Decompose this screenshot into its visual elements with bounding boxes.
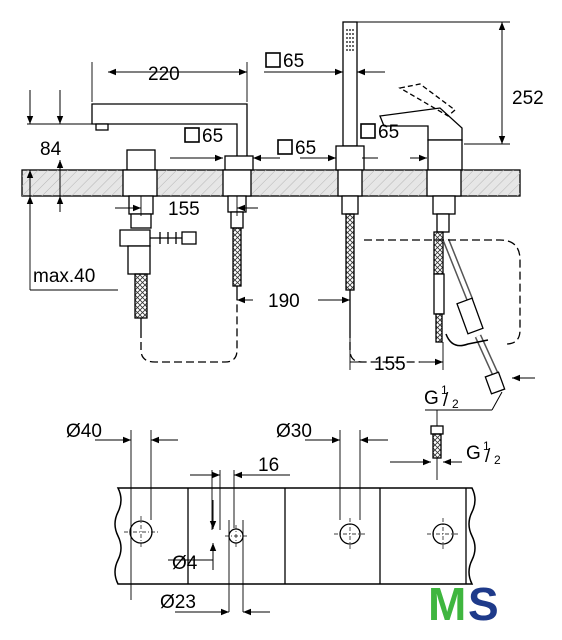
dim-16: 16 xyxy=(258,455,279,476)
deck-outline xyxy=(114,487,476,585)
dim-dia-40: Ø40 xyxy=(66,421,102,442)
elevation-view xyxy=(21,21,535,411)
thread-label-1-slash: / xyxy=(443,390,449,411)
dim-spout-height: 84 xyxy=(40,139,62,160)
thread-label-2-slash: / xyxy=(485,446,491,467)
dim-spout-reach: 220 xyxy=(148,64,180,85)
thread-label-1-num: 1 xyxy=(441,383,448,397)
dim-dia-4: Ø4 xyxy=(172,553,198,574)
logo-letter-m: M xyxy=(428,578,466,630)
dim-square-spout: 65 xyxy=(202,126,223,147)
thread-label-1-den: 2 xyxy=(452,397,459,411)
dim-spacing-2: 190 xyxy=(268,291,300,312)
dim-total-height: 252 xyxy=(512,88,544,109)
dim-spacing-3: 155 xyxy=(374,354,406,375)
deck-cutout-view xyxy=(95,410,476,616)
hand-shower xyxy=(335,21,365,330)
cutout-dimensions: Ø40 Ø30 16 Ø4 Ø23 G 1 / 2 xyxy=(66,421,501,613)
thread-label-2-g: G xyxy=(466,443,481,464)
dim-square-handle: 65 xyxy=(378,122,399,143)
dim-spacing-1: 155 xyxy=(168,199,200,220)
thread-label-2-den: 2 xyxy=(494,453,501,467)
dim-dia-23: Ø23 xyxy=(160,592,196,613)
thread-label-1-g: G xyxy=(424,388,439,409)
ms-logo: M S xyxy=(428,578,499,630)
spout xyxy=(91,103,254,300)
dim-max-deck: max.40 xyxy=(33,266,95,287)
mixer-handle xyxy=(379,83,506,395)
thread-label-2-num: 1 xyxy=(483,439,490,453)
elevation-dimensions: 220 65 65 65 65 252 84 155 190 155 max.4… xyxy=(33,51,544,411)
logo-letter-s: S xyxy=(468,578,499,630)
dim-square-top: 65 xyxy=(283,51,304,72)
hose-loop-outline xyxy=(140,300,238,363)
diverter-valve xyxy=(119,149,197,330)
dim-dia-30: Ø30 xyxy=(276,421,312,442)
dim-square-mid: 65 xyxy=(295,138,316,159)
